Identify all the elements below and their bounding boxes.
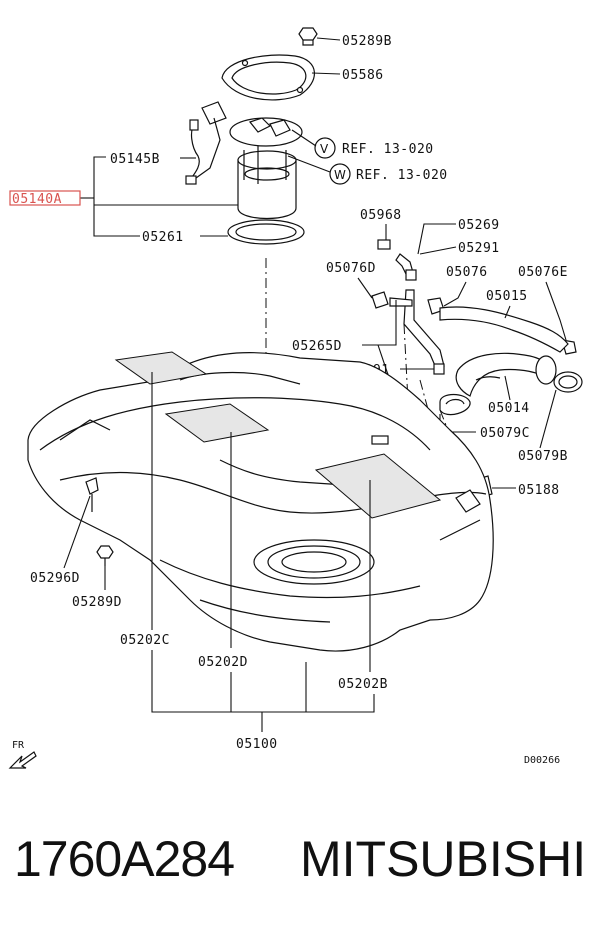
front-arrow-icon <box>8 751 37 769</box>
filler-neck-hose-05014 <box>455 352 553 397</box>
label-05202b: 05202B <box>338 677 388 692</box>
label-05291-top: 05291 <box>458 241 500 256</box>
label-05289d: 05289D <box>72 595 122 610</box>
ref-v-text: REF. 13-020 <box>342 142 434 157</box>
bolt-05296d <box>85 477 99 512</box>
label-05188: 05188 <box>518 483 560 498</box>
label-05261: 05261 <box>142 230 184 245</box>
hose-clamp-05079b <box>553 371 583 393</box>
drawing-code: D00266 <box>524 755 560 766</box>
label-05145b: 05145B <box>110 152 160 167</box>
clamp-05291-bottom <box>433 363 445 375</box>
label-05014: 05014 <box>488 401 530 416</box>
ref-v-letter: V <box>320 142 329 156</box>
nut-05289b <box>298 27 318 46</box>
pad-05202c <box>114 351 208 385</box>
retainer-ring-05586 <box>221 54 315 101</box>
hose-clamp-05079c <box>439 393 471 416</box>
label-05202d: 05202D <box>198 655 248 670</box>
front-direction-label: FR <box>12 740 25 751</box>
clip-05968 <box>377 239 391 250</box>
label-05265d: 05265D <box>292 339 342 354</box>
label-05586: 05586 <box>342 68 384 83</box>
clamp-05076d <box>371 291 389 309</box>
gasket-05261 <box>227 219 305 245</box>
pad-05202b <box>314 453 442 519</box>
label-05079b: 05079B <box>518 449 568 464</box>
label-05015: 05015 <box>486 289 528 304</box>
label-05968: 05968 <box>360 208 402 223</box>
ref-w-text: REF. 13-020 <box>356 168 448 183</box>
label-05202c: 05202C <box>120 633 170 648</box>
label-05289b: 05289B <box>342 34 392 49</box>
fuel-pump-module-05140a <box>185 101 303 220</box>
pad-05202d <box>164 403 270 443</box>
label-05140a: 05140A <box>12 192 62 207</box>
clamp-05291-top <box>405 269 417 281</box>
label-05269: 05269 <box>458 218 500 233</box>
label-05076: 05076 <box>446 265 488 280</box>
ref-w-letter: W <box>334 168 346 182</box>
label-05076d: 05076D <box>326 261 376 276</box>
nut-05289d <box>96 545 114 566</box>
label-05079c: 05079C <box>480 426 530 441</box>
label-05296d: 05296D <box>30 571 80 586</box>
highlight-box-05140a <box>9 190 81 206</box>
brand-name: MITSUBISHI <box>300 831 587 887</box>
footer: 1760A284 MITSUBISHI <box>0 830 600 910</box>
label-05076e: 05076E <box>518 265 568 280</box>
part-number: 1760A284 <box>14 831 235 887</box>
filler-hose-05015 <box>439 306 569 353</box>
label-05100: 05100 <box>236 737 278 752</box>
fuel-tank-05100 <box>27 351 494 652</box>
